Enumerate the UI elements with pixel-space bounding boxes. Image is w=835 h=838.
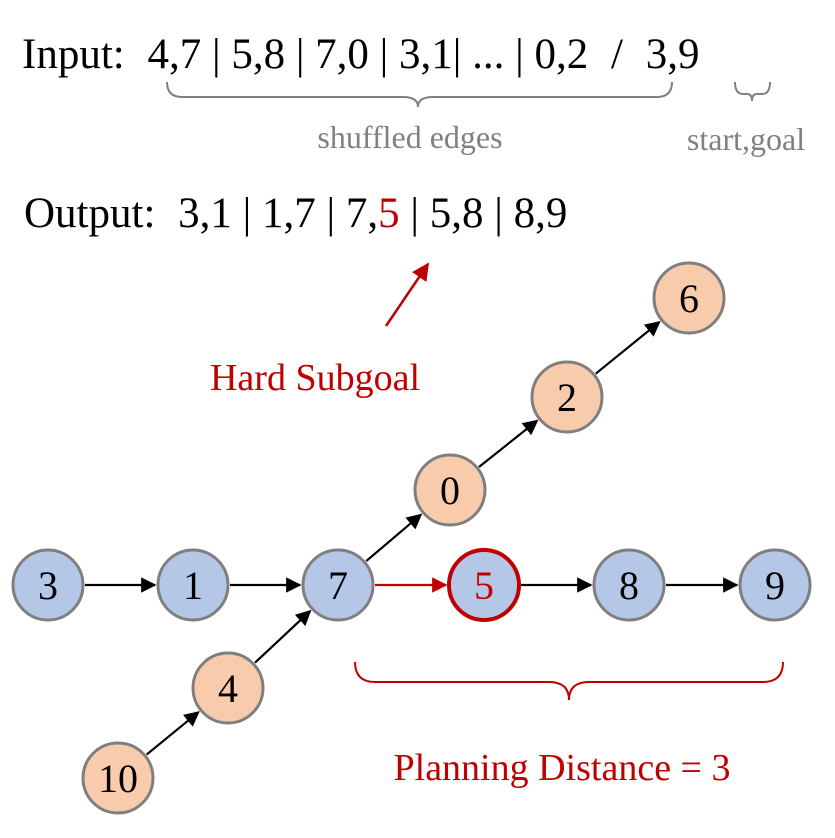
node-label-5: 5 [474, 563, 494, 608]
input-edges: 4,7 | 5,8 | 7,0 | 3,1| ... | 0,2 [147, 31, 588, 78]
node-circle-0 [413, 453, 487, 527]
start-goal-brace [734, 81, 771, 102]
output-line: Output: 3,1 | 1,7 | 7,5 | 5,8 | 8,9 [24, 190, 567, 237]
node-10: 10 [81, 741, 155, 815]
output-path-end: | 5,8 | 8,9 [400, 190, 568, 237]
node-circle-9 [738, 548, 812, 622]
node-2: 2 [530, 360, 604, 434]
planning-distance-brace [354, 661, 784, 701]
node-circle-3 [11, 548, 85, 622]
input-line: Input: 4,7 | 5,8 | 7,0 | 3,1| ... | 0,2 … [22, 31, 699, 78]
edge-4-7 [254, 609, 312, 664]
node-8: 8 [592, 548, 666, 622]
node-circle-2 [530, 360, 604, 434]
edge-2-6 [595, 320, 661, 375]
node-circle-1 [156, 548, 230, 622]
hard-subgoal-label: Hard Subgoal [210, 357, 420, 399]
node-circle-8 [592, 548, 666, 622]
output-subgoal: 5 [378, 190, 400, 237]
subgoal-pointer-arrow [384, 262, 430, 327]
node-label-8: 8 [619, 563, 639, 608]
node-label-1: 1 [183, 563, 203, 608]
node-label-9: 9 [765, 563, 785, 608]
input-label: Input: [22, 31, 125, 78]
node-circle-10 [81, 741, 155, 815]
node-label-0: 0 [440, 468, 460, 513]
nodes-layer: 3 1 7 5 8 9 0 2 6 4 10 [11, 261, 812, 815]
node-5: 5 [447, 548, 521, 622]
node-7: 7 [301, 548, 375, 622]
node-circle-7 [301, 548, 375, 622]
node-circle-6 [652, 261, 726, 335]
node-4: 4 [191, 651, 265, 725]
edges-layer [85, 320, 739, 756]
output-label: Output: [24, 190, 155, 237]
node-6: 6 [652, 261, 726, 335]
output-path-start: 3,1 | 1,7 | 7, [178, 190, 378, 237]
node-circle-5 [447, 548, 521, 622]
node-label-2: 2 [557, 375, 577, 420]
node-9: 9 [738, 548, 812, 622]
planning-distance-label: Planning Distance = 3 [394, 747, 731, 789]
node-3: 3 [11, 548, 85, 622]
edge-0-2 [478, 419, 539, 468]
input-separator: / [611, 31, 623, 78]
node-label-4: 4 [218, 666, 238, 711]
start-goal-caption: start,goal [687, 121, 805, 157]
node-1: 1 [156, 548, 230, 622]
node-label-10: 10 [98, 756, 138, 801]
input-query: 3,9 [646, 31, 700, 78]
edge-7-0 [365, 513, 423, 562]
node-0: 0 [413, 453, 487, 527]
node-circle-4 [191, 651, 265, 725]
shuffled-edges-brace [166, 81, 673, 108]
node-label-6: 6 [679, 276, 699, 321]
node-label-3: 3 [38, 563, 58, 608]
node-label-7: 7 [328, 563, 348, 608]
shuffled-edges-caption: shuffled edges [317, 119, 502, 155]
edge-10-4 [145, 711, 200, 756]
